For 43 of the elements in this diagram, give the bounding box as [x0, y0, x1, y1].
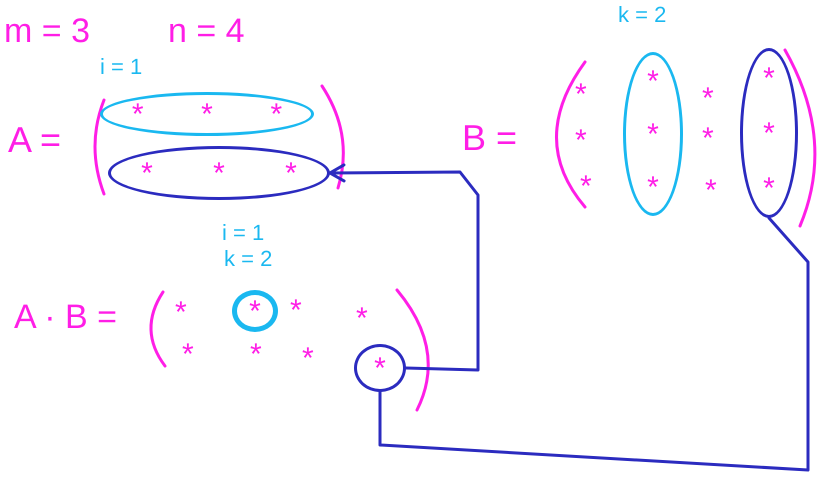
label-text: * — [250, 340, 262, 370]
label-text: * — [182, 340, 194, 370]
label-text: B = — [462, 120, 518, 156]
label-text: n = 4 — [168, 14, 245, 48]
label-text: k = 2 — [224, 248, 272, 270]
label-text: * — [580, 172, 592, 202]
label-text: * — [290, 296, 302, 326]
matrix-entry: * — [647, 71, 659, 92]
label-text: A · B = — [14, 300, 117, 334]
label-text: i = 1 — [100, 56, 142, 78]
matrix-entry: * — [763, 68, 775, 88]
matrix-entry: * — [249, 301, 261, 321]
matrix-entry: * — [132, 104, 144, 124]
label-text: * — [575, 126, 587, 156]
matrix-entry: * — [213, 163, 225, 183]
label-text: m = 3 — [4, 14, 90, 48]
matrix-entry: * — [763, 122, 775, 143]
matrix-entry: * — [374, 358, 386, 378]
arrow — [328, 163, 480, 372]
column-ellipse — [740, 48, 798, 218]
label-text: A = — [8, 122, 62, 158]
label-text: * — [302, 344, 314, 374]
matrix-entry: * — [270, 104, 282, 124]
row-ellipse — [108, 146, 330, 200]
label-text: * — [175, 298, 187, 328]
row-ellipse — [100, 92, 314, 136]
connector-line — [378, 216, 810, 472]
matrix-entry: * — [647, 124, 659, 144]
matrix-entry: * — [647, 176, 659, 197]
label-text: * — [705, 176, 717, 206]
label-text: i = 1 — [222, 222, 264, 244]
label-text: * — [702, 84, 714, 114]
matrix-entry: * — [141, 163, 153, 183]
matrix-entry: * — [201, 104, 213, 124]
entry-circle — [354, 344, 406, 392]
matrix-entry: * — [285, 163, 297, 183]
matrix-entry: * — [763, 178, 775, 198]
label-text: * — [356, 304, 368, 334]
column-ellipse — [623, 52, 683, 216]
label-text: k = 2 — [618, 4, 666, 26]
entry-circle — [232, 290, 278, 332]
label-text: * — [575, 80, 587, 110]
label-text: * — [702, 124, 714, 154]
